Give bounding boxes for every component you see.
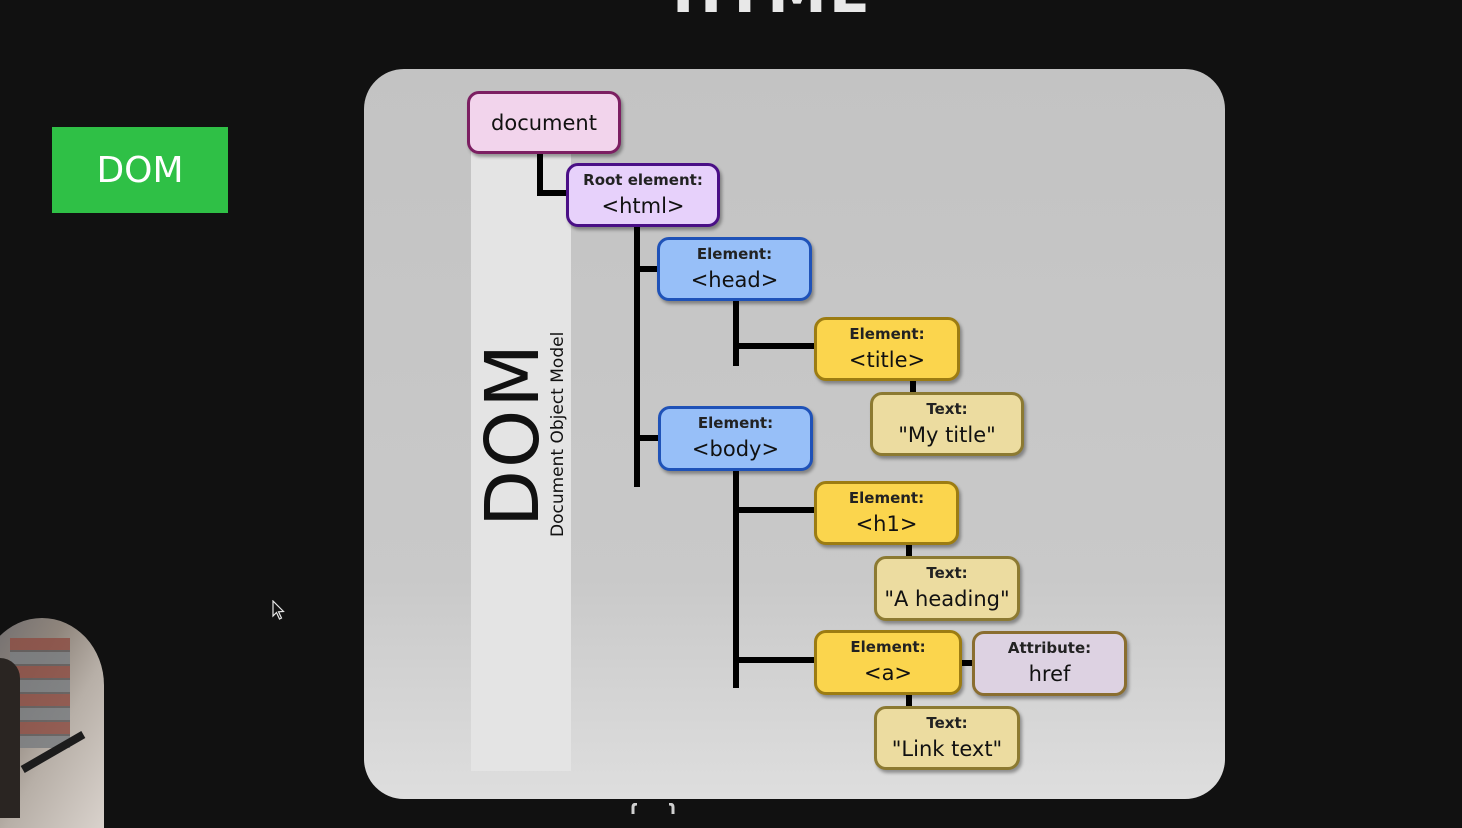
node-h1: Element: <h1>: [814, 481, 959, 545]
node-body: Element: <body>: [658, 406, 813, 471]
connector: [906, 693, 912, 707]
node-kind: Element:: [850, 638, 926, 656]
node-head: Element: <head>: [657, 237, 812, 301]
side-title: DOM: [470, 341, 556, 527]
side-title-block: DOM Document Object Model: [470, 319, 571, 549]
node-value: href: [1028, 662, 1071, 686]
connector: [910, 380, 916, 394]
node-document: document: [467, 91, 621, 154]
connector: [960, 660, 972, 666]
connector: [733, 343, 815, 349]
node-value: "My title": [898, 423, 996, 447]
connector: [634, 266, 658, 272]
node-value: <html>: [601, 194, 685, 218]
node-value: <body>: [691, 437, 780, 461]
slide-heading: HTML: [672, 0, 902, 22]
side-subtitle: Document Object Model: [548, 331, 568, 537]
node-value: document: [491, 111, 597, 135]
node-h1-text: Text: "A heading": [874, 556, 1020, 621]
cursor-icon: [272, 600, 285, 620]
node-value: <title>: [848, 348, 926, 372]
connector: [634, 227, 640, 487]
node-kind: Element:: [849, 325, 925, 343]
node-value: <a>: [863, 661, 913, 685]
node-kind: Text:: [926, 400, 968, 418]
node-html: Root element: <html>: [566, 163, 720, 227]
node-kind: Element:: [696, 245, 773, 263]
node-value: <h1>: [855, 512, 918, 536]
bottom-brace-mark: [631, 803, 675, 814]
node-kind: Attribute:: [1007, 639, 1092, 657]
node-kind: Element:: [697, 414, 774, 432]
node-value: <head>: [690, 268, 779, 292]
node-a-text: Text: "Link text": [874, 706, 1020, 770]
node-kind: Element:: [848, 489, 925, 507]
node-kind: Text:: [926, 714, 968, 732]
node-title: Element: <title>: [814, 317, 960, 381]
connector: [733, 471, 739, 688]
webcam-person: [0, 658, 20, 818]
node-value: "Link text": [891, 737, 1003, 761]
node-value: "A heading": [884, 587, 1010, 611]
node-kind: Root element:: [583, 171, 703, 189]
connector: [537, 190, 568, 196]
connector: [733, 301, 739, 366]
connector: [906, 544, 912, 558]
node-title-text: Text: "My title": [870, 392, 1024, 456]
webcam-overlay: [0, 618, 104, 828]
node-kind: Text:: [926, 564, 968, 582]
dom-diagram-slide: DOM Document Object Model document Root …: [364, 69, 1225, 799]
connector: [537, 153, 543, 196]
connector: [733, 507, 815, 513]
node-a: Element: <a>: [814, 630, 962, 695]
connector: [634, 435, 658, 441]
dom-badge: DOM: [52, 127, 228, 213]
connector: [733, 657, 815, 663]
node-attribute-href: Attribute: href: [972, 631, 1127, 696]
side-band: [471, 149, 571, 771]
webcam-background: [10, 638, 70, 748]
